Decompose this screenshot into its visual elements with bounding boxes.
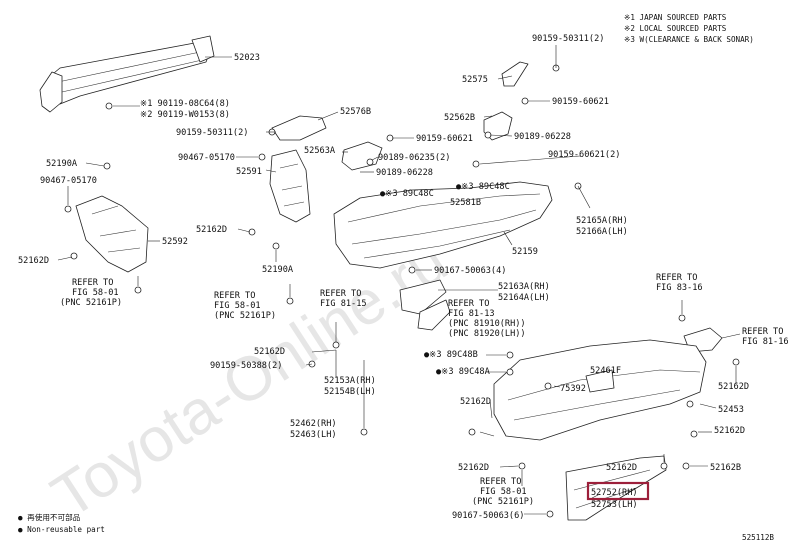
label-52162d-c[interactable]: 52162D [254, 347, 285, 357]
label-52162d-e[interactable]: 52162D [460, 397, 491, 407]
fasteners [64, 64, 740, 518]
diagram-code: 525112B [742, 533, 774, 542]
label-52581b[interactable]: 52581B [450, 198, 481, 208]
label-52164a[interactable]: 52164A(LH) [498, 293, 550, 303]
side-support-52163a-drawing [399, 279, 447, 315]
label-52190a-b[interactable]: 52190A [262, 265, 294, 275]
retainer-52576b-drawing [271, 115, 327, 141]
reflector-drawing [417, 299, 451, 331]
bracket-52563a-drawing [341, 141, 383, 171]
callout-labels: 52023 90159-50311(2) 52575 ※1 90119-08C6… [18, 34, 789, 521]
ref-link-4-line4[interactable]: (PNC 81920(LH)) [448, 329, 526, 339]
label-52592[interactable]: 52592 [162, 237, 188, 247]
ref-link-7-line3[interactable]: (PNC 52161P) [472, 497, 534, 507]
label-90167-50063-a[interactable]: 90167-50063(4) [434, 266, 506, 276]
label-52162d-h[interactable]: 52162D [606, 463, 637, 473]
legend-note-sonar: ※3 W(CLEARANCE & BACK SONAR) [624, 35, 754, 44]
ref-link-6-line2[interactable]: FIG 81-16 [742, 337, 789, 347]
label-90189-06235[interactable]: 90189-06235(2) [378, 153, 450, 163]
ref-link-4-line2[interactable]: FIG 81-13 [448, 309, 495, 319]
label-52575[interactable]: 52575 [462, 75, 488, 85]
label-90189-06228-b[interactable]: 90189-06228 [376, 168, 433, 178]
label-52159[interactable]: 52159 [512, 247, 538, 257]
ref-link-2-line2[interactable]: FIG 58-01 [214, 301, 261, 311]
label-52162d-g[interactable]: 52162D [458, 463, 489, 473]
label-52163a[interactable]: 52163A(RH) [498, 282, 550, 292]
label-90467-05170-a[interactable]: 90467-05170 [178, 153, 235, 163]
label-75392[interactable]: 75392 [560, 384, 586, 394]
label-90467-05170-b[interactable]: 90467-05170 [40, 176, 97, 186]
label-52165a[interactable]: 52165A(RH) [576, 216, 628, 226]
legend-note-japan: ※1 JAPAN SOURCED PARTS [624, 13, 727, 22]
bracket-52562b-drawing [483, 111, 513, 141]
ref-link-7-line1[interactable]: REFER TO [480, 477, 521, 487]
ref-link-4-line3[interactable]: (PNC 81910(RH)) [448, 319, 526, 329]
legend-note-local: ※2 LOCAL SOURCED PARTS [624, 24, 727, 33]
ref-link-5-line2[interactable]: FIG 83-16 [656, 283, 703, 293]
label-52023[interactable]: 52023 [234, 53, 260, 63]
label-fastener-local[interactable]: ※2 90119-W0153(8) [140, 110, 230, 120]
legend-non-reusable-jp: ● 再使用不可部品 [18, 512, 81, 522]
label-52752[interactable]: 52752(RH) [591, 488, 638, 498]
ref-link-5-line1[interactable]: REFER TO [656, 273, 697, 283]
label-89c48a[interactable]: ●※3 89C48A [436, 367, 491, 377]
label-52462[interactable]: 52462(RH) [290, 419, 337, 429]
side-retainer-52592-drawing [75, 195, 149, 273]
label-52162d-a[interactable]: 52162D [196, 225, 227, 235]
ref-link-2-line1[interactable]: REFER TO [214, 291, 255, 301]
legend-notes: ※1 JAPAN SOURCED PARTS ※2 LOCAL SOURCED … [624, 13, 754, 44]
label-90159-60621-c[interactable]: 90159-60621(2) [548, 150, 620, 160]
label-52453[interactable]: 52453 [718, 405, 744, 415]
highlight-box-52752 [586, 481, 650, 501]
ref-link-3-line1[interactable]: REFER TO [320, 289, 361, 299]
label-52753[interactable]: 52753(LH) [591, 500, 638, 510]
label-52162d-b[interactable]: 52162D [18, 256, 49, 266]
label-52166a[interactable]: 52166A(LH) [576, 227, 628, 237]
leader-lines [57, 45, 741, 515]
label-90159-60621-a[interactable]: 90159-60621 [552, 97, 609, 107]
label-90189-06228-a[interactable]: 90189-06228 [514, 132, 571, 142]
reinforcement-beam-drawing [39, 35, 215, 113]
label-52562b[interactable]: 52562B [444, 113, 475, 123]
label-52190a-a[interactable]: 52190A [46, 159, 78, 169]
label-90159-50388[interactable]: 90159-50388(2) [210, 361, 282, 371]
label-fastener-japan[interactable]: ※1 90119-08C64(8) [140, 99, 230, 109]
label-52576b[interactable]: 52576B [340, 107, 371, 117]
label-90167-50063-b[interactable]: 90167-50063(6) [452, 511, 524, 521]
ref-link-1-line3[interactable]: (PNC 52161P) [60, 298, 122, 308]
ref-link-7-line2[interactable]: FIG 58-01 [480, 487, 527, 497]
label-89c48c-a[interactable]: ●※3 89C48C [380, 189, 434, 199]
bracket-52575-drawing [501, 61, 529, 87]
label-52153a[interactable]: 52153A(RH) [324, 376, 376, 386]
label-52162b[interactable]: 52162B [710, 463, 741, 473]
ref-link-4-line1[interactable]: REFER TO [448, 299, 489, 309]
label-89c48c-b[interactable]: ●※3 89C48C [456, 182, 510, 192]
ref-link-2-line3[interactable]: (PNC 52161P) [214, 311, 276, 321]
label-52461f[interactable]: 52461F [590, 366, 621, 376]
label-90159-60621-b[interactable]: 90159-60621 [416, 134, 473, 144]
label-52591[interactable]: 52591 [236, 167, 262, 177]
label-52162d-f[interactable]: 52162D [714, 426, 745, 436]
side-retainer-52591-drawing [269, 149, 311, 223]
ref-link-3-line2[interactable]: FIG 81-15 [320, 299, 367, 309]
label-52563a[interactable]: 52563A [304, 146, 336, 156]
ref-link-1-line2[interactable]: FIG 58-01 [72, 288, 119, 298]
label-52463[interactable]: 52463(LH) [290, 430, 337, 440]
label-90159-50311[interactable]: 90159-50311(2) [532, 34, 604, 44]
bumper-cover-52159-drawing [333, 181, 553, 269]
label-52154b[interactable]: 52154B(LH) [324, 387, 376, 397]
label-90159-50311-b[interactable]: 90159-50311(2) [176, 128, 248, 138]
legend-non-reusable-en: ● Non-reusable part [18, 525, 105, 534]
label-52162d-d[interactable]: 52162D [718, 382, 749, 392]
ref-link-6-line1[interactable]: REFER TO [742, 327, 783, 337]
ref-link-1-line1[interactable]: REFER TO [72, 278, 113, 288]
label-89c48b[interactable]: ●※3 89C48B [424, 350, 478, 360]
support-52461f-drawing [585, 369, 615, 393]
watermark: Toyota-Online.ru [40, 226, 459, 532]
legend-footer: ● 再使用不可部品 ● Non-reusable part 525112B [18, 512, 774, 542]
